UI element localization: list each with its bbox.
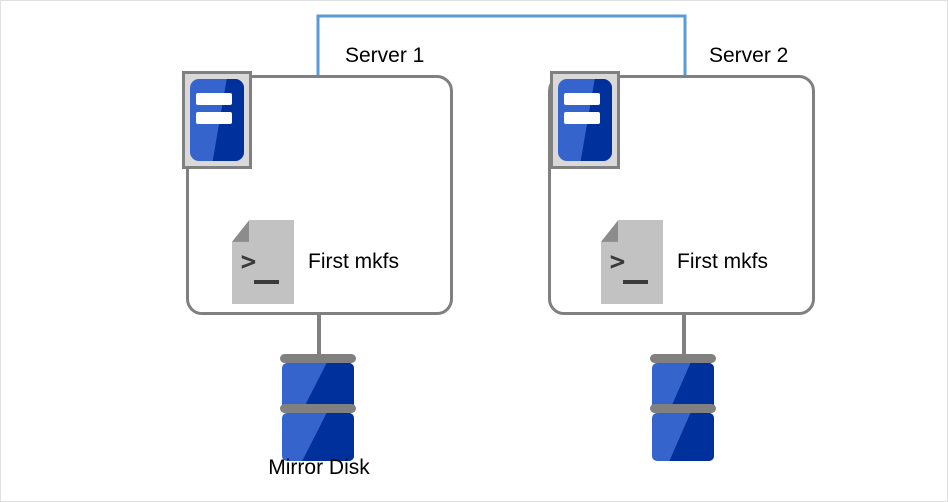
server-tower-icon-bay-1 bbox=[195, 92, 232, 106]
server-tower-icon-body bbox=[190, 79, 244, 161]
server-2-operation-label: First mkfs bbox=[677, 250, 768, 273]
server-1-disk-label: Mirror Disk bbox=[268, 456, 370, 479]
server-tower-icon-bay-2 bbox=[563, 111, 600, 125]
document-fold-corner bbox=[232, 220, 250, 242]
disk-platter-1 bbox=[282, 363, 354, 411]
server-tower-icon-body bbox=[558, 79, 612, 161]
disk-platter-2 bbox=[282, 413, 354, 461]
disk-platter-1 bbox=[652, 363, 714, 411]
disk-plate-middle bbox=[280, 404, 356, 413]
document-fold-corner bbox=[601, 220, 619, 242]
disk-platter-shade bbox=[302, 413, 354, 461]
server-1-server-tower-icon bbox=[182, 71, 252, 169]
server-2-disk-connector bbox=[682, 314, 686, 358]
terminal-prompt-glyph: > bbox=[609, 246, 626, 277]
disk-plate-middle bbox=[650, 404, 716, 413]
server-tower-icon-bay-2 bbox=[195, 111, 232, 125]
server-2-disk-stack-icon bbox=[650, 354, 716, 461]
server-tower-icon-bay-1 bbox=[563, 92, 600, 106]
server-1-terminal-document-icon: > bbox=[232, 220, 294, 304]
server-2-terminal-document-icon: > bbox=[601, 220, 663, 304]
terminal-cursor-underscore bbox=[254, 280, 280, 285]
terminal-prompt-glyph: > bbox=[240, 246, 257, 277]
disk-platter-shade bbox=[669, 413, 714, 461]
server-2-server-tower-icon bbox=[550, 71, 620, 169]
disk-plate-top bbox=[650, 354, 716, 363]
server-1-label: Server 1 bbox=[345, 44, 425, 67]
server-1-operation-label: First mkfs bbox=[308, 250, 399, 273]
server-1-disk-stack-icon bbox=[280, 354, 356, 461]
disk-platter-2 bbox=[652, 413, 714, 461]
server-2-label: Server 2 bbox=[709, 44, 789, 67]
server-1-disk-connector bbox=[317, 314, 321, 358]
terminal-cursor-underscore bbox=[623, 280, 649, 285]
disk-plate-top bbox=[280, 354, 356, 363]
